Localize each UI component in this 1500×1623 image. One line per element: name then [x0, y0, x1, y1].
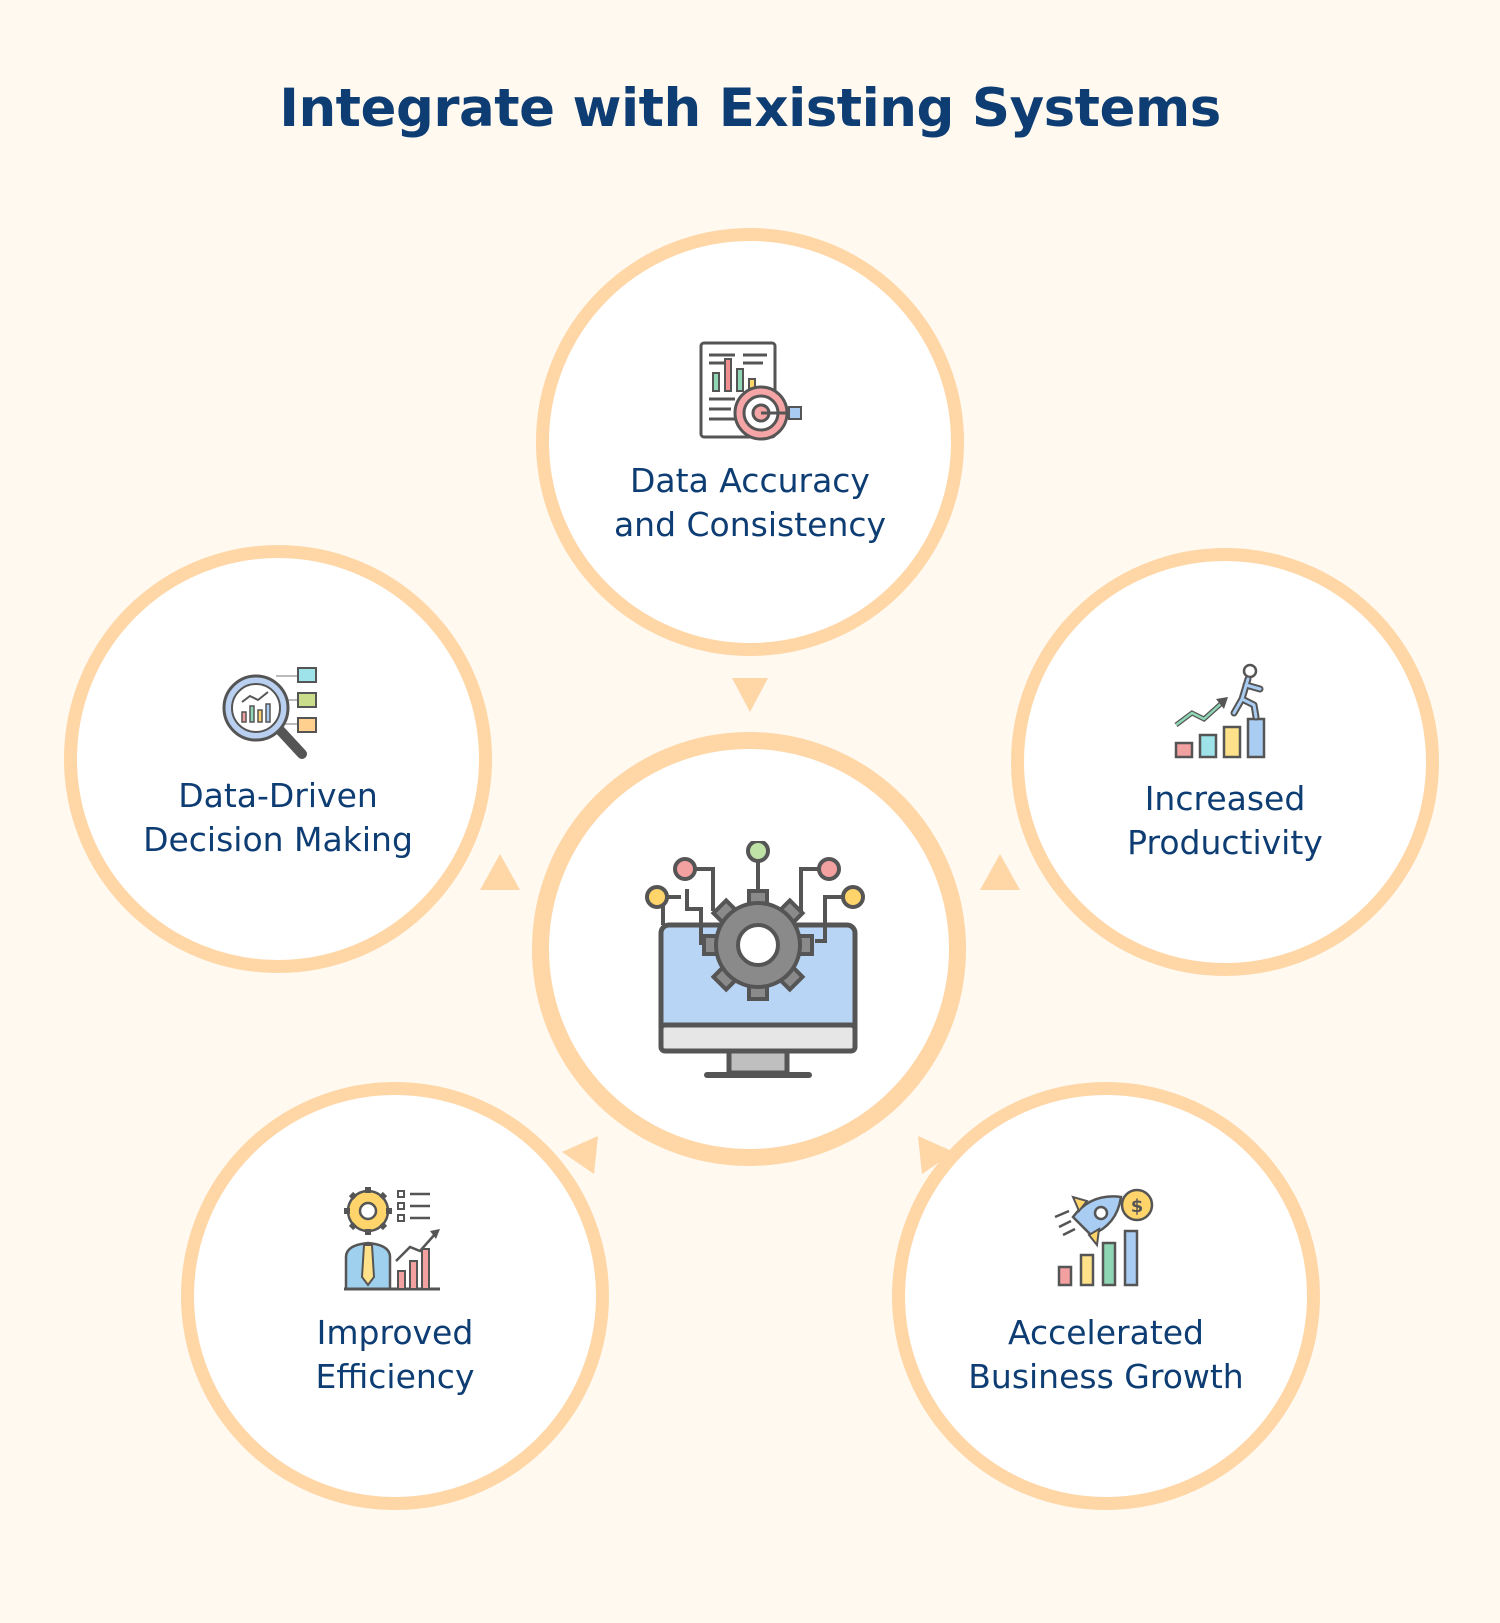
computer-gear-icon — [645, 841, 865, 1078]
page-title: Integrate with Existing Systems — [279, 78, 1221, 139]
rocket-coin-chart-icon: $ — [1054, 1188, 1154, 1287]
arrow-top-icon — [732, 678, 768, 712]
gear-head-person-icon — [344, 1187, 440, 1291]
arrow-left-icon — [480, 854, 520, 890]
arrow-bottom-right-icon — [918, 1136, 954, 1174]
arrow-right-icon — [980, 854, 1020, 890]
arrow-bottom-left-icon — [562, 1136, 598, 1174]
hub-circle — [532, 732, 966, 1166]
svg-text:$: $ — [1131, 1196, 1144, 1217]
magnifier-chart-icon — [222, 667, 317, 759]
report-target-icon — [699, 341, 802, 441]
climbing-growth-icon — [1174, 663, 1266, 759]
